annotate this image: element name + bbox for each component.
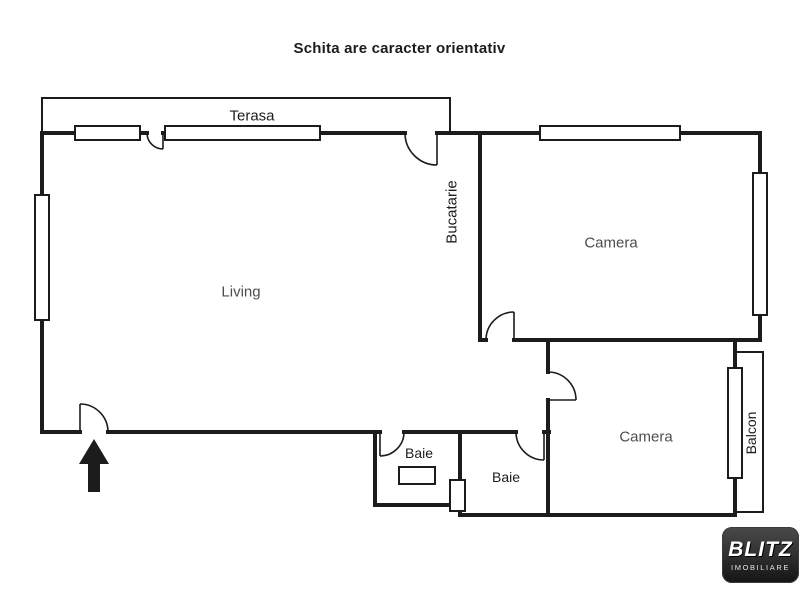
agency-logo: BLITZ IMOBILIARE bbox=[722, 527, 799, 583]
room-label-camera-bottom: Camera bbox=[619, 428, 673, 446]
disclaimer-title: Schita are caracter orientativ bbox=[293, 40, 506, 57]
entrance-arrow-icon bbox=[79, 439, 109, 492]
bathroom-fixture bbox=[449, 479, 466, 512]
window bbox=[164, 125, 321, 141]
room-label-balcon: Balcon bbox=[743, 411, 759, 455]
window bbox=[752, 172, 768, 316]
balcon-outline bbox=[734, 351, 764, 513]
windows bbox=[34, 125, 768, 479]
room-label-living: Living bbox=[221, 283, 261, 301]
agency-logo-tagline: IMOBILIARE bbox=[731, 562, 790, 572]
agency-logo-brand: BLITZ bbox=[728, 537, 793, 561]
window bbox=[727, 367, 743, 479]
room-label-terasa: Terasa bbox=[229, 107, 275, 125]
apartment-walls bbox=[40, 131, 762, 517]
room-label-baie-small: Baie bbox=[404, 445, 434, 461]
room-label-baie-main: Baie bbox=[491, 469, 521, 485]
window bbox=[539, 125, 681, 141]
window bbox=[74, 125, 141, 141]
window bbox=[34, 194, 50, 321]
room-label-camera-top: Camera bbox=[584, 234, 638, 252]
room-label-bucatarie: Bucatarie bbox=[443, 180, 461, 244]
terasa-outline bbox=[41, 97, 451, 134]
bathroom-fixture bbox=[398, 466, 436, 485]
door-swings bbox=[79, 132, 577, 461]
